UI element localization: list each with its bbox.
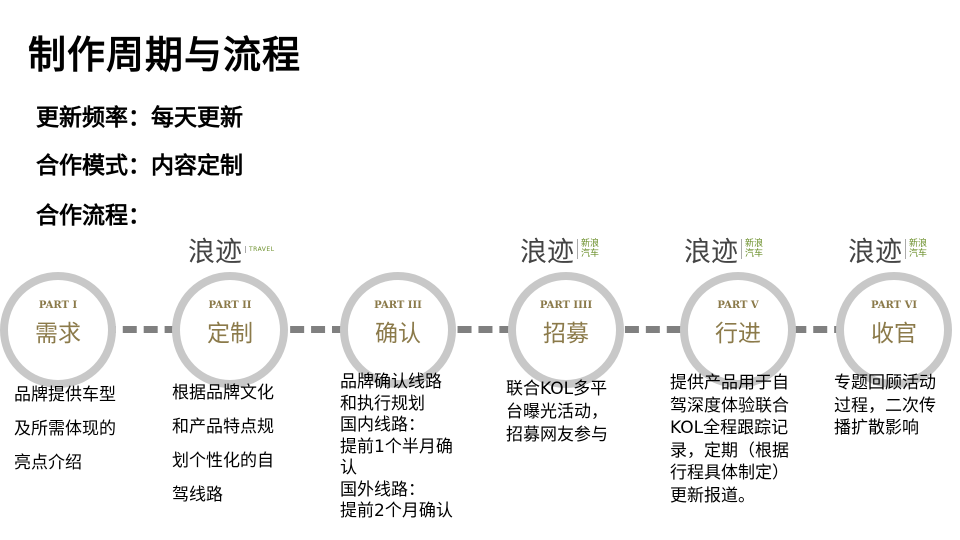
process-connector-line bbox=[60, 326, 890, 333]
step-description-5: 提供产品用于自 驾深度体验联合 KOL全程跟踪记 录，定期（根据 行程具体制定）… bbox=[670, 373, 789, 506]
step-description-2: 根据品牌文化 和产品特点规 划个性化的自 驾线路 bbox=[172, 383, 274, 505]
cooperation-process-label: 合作流程： bbox=[36, 203, 151, 229]
step-circle-4: PART IIII 招募 bbox=[508, 272, 624, 388]
step-description-3: 品牌确认线路 和执行规划 国内线路： 提前1个半月确 认 国外线路： 提前2个月… bbox=[340, 372, 453, 521]
step-description-6: 专题回顾活动 过程，二次传 播扩散影响 bbox=[834, 373, 936, 438]
step-name: 确认 bbox=[375, 321, 421, 347]
page-title: 制作周期与流程 bbox=[28, 33, 302, 77]
step-name: 招募 bbox=[543, 321, 589, 347]
langji-logo: 浪迹 新浪 汽车 bbox=[684, 236, 764, 268]
step-name: 行进 bbox=[715, 321, 761, 347]
langji-logo: 浪迹 TRAVEL bbox=[188, 236, 275, 268]
step-description-4: 联合KOL多平 台曝光活动， 招募网友参与 bbox=[506, 379, 608, 445]
step-circle-1: PART I 需求 bbox=[0, 272, 116, 388]
cooperation-mode-label: 合作模式：内容定制 bbox=[36, 153, 243, 179]
langji-logo: 浪迹 新浪 汽车 bbox=[848, 236, 928, 268]
step-circle-3: PART III 确认 bbox=[340, 272, 456, 388]
step-circle-2: PART II 定制 bbox=[172, 272, 288, 388]
step-name: 收官 bbox=[871, 321, 917, 347]
step-circle-5: PART V 行进 bbox=[680, 272, 796, 388]
step-circle-6: PART VI 收官 bbox=[836, 272, 952, 388]
logo-travel-text: TRAVEL bbox=[249, 245, 275, 253]
step-description-1: 品牌提供车型 及所需体现的 亮点介绍 bbox=[14, 385, 116, 473]
update-frequency-label: 更新频率：每天更新 bbox=[36, 105, 243, 131]
step-name: 定制 bbox=[207, 321, 253, 347]
langji-logo: 浪迹 新浪 汽车 bbox=[520, 236, 600, 268]
step-name: 需求 bbox=[35, 321, 81, 347]
